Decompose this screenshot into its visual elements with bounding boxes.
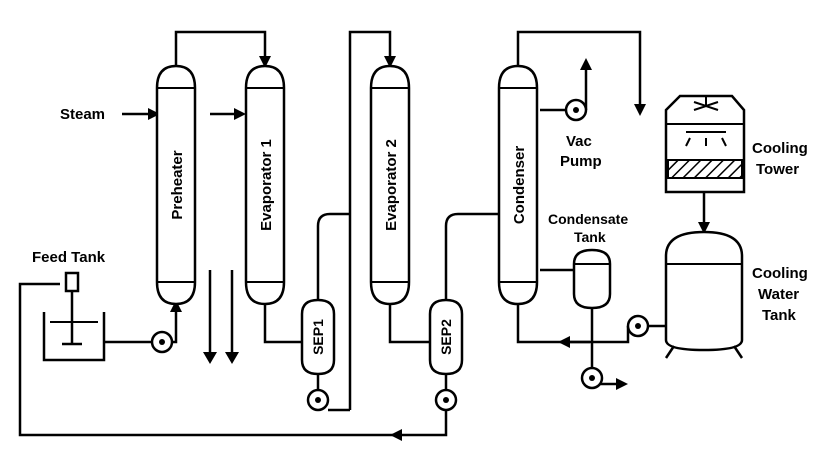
steam-label: Steam bbox=[60, 106, 105, 123]
arrow-evaporator1-drain bbox=[225, 352, 239, 364]
pipe-preheater-to-evaporator1 bbox=[174, 30, 267, 70]
pipe-pump-to-preheater bbox=[172, 306, 178, 344]
condensate-tank-label: Tank bbox=[574, 229, 606, 245]
arrow-return-loop bbox=[390, 429, 402, 441]
pipe-return-loop bbox=[18, 282, 448, 437]
sep2-vessel: SEP2 bbox=[428, 298, 464, 376]
cooling-label: Cooling bbox=[752, 140, 808, 157]
cooling-water-label: Cooling bbox=[752, 265, 808, 282]
spray-icon bbox=[685, 137, 727, 147]
evaporator2-vessel: Evaporator 2 bbox=[369, 64, 411, 306]
evaporator2-label: Evaporator 2 bbox=[383, 139, 400, 231]
sep1-vessel: SEP1 bbox=[300, 298, 336, 376]
preheater-vessel: Preheater bbox=[155, 64, 197, 306]
tank-leg-right bbox=[732, 345, 744, 359]
arrow-into-evaporator1-side bbox=[234, 108, 246, 120]
agitator-motor-icon bbox=[64, 271, 80, 293]
labels: Steam Feed Tank Vac Pump Condensate Tank… bbox=[32, 106, 808, 324]
pipe-evaporator2-to-sep2 bbox=[388, 302, 430, 344]
arrow-vac-exhaust bbox=[580, 58, 592, 70]
pump-label: Pump bbox=[560, 153, 602, 170]
arrow-steam bbox=[148, 108, 160, 120]
pipe-evaporator1-to-sep1 bbox=[263, 302, 302, 344]
cooling-water-pump-icon bbox=[626, 314, 650, 338]
pipe-to-evaporator2-top bbox=[348, 30, 392, 410]
feed-tank bbox=[42, 271, 106, 362]
preheater-label: Preheater bbox=[169, 150, 186, 219]
arrow-into-preheater-bottom bbox=[170, 300, 182, 312]
flow-arrows bbox=[148, 56, 710, 441]
vac-label: Vac bbox=[566, 133, 592, 150]
cooling-water-tank bbox=[664, 230, 744, 359]
arrow-into-water-tank bbox=[698, 222, 710, 234]
sep1-label: SEP1 bbox=[310, 319, 326, 355]
tower-packing bbox=[667, 159, 743, 179]
condenser-label: Condenser bbox=[511, 146, 528, 225]
feed-tank-label: Feed Tank bbox=[32, 249, 106, 266]
arrow-into-evaporator1-top bbox=[259, 56, 271, 68]
condensate-pump-icon bbox=[580, 366, 604, 390]
pipe-sep1-vapor bbox=[316, 212, 350, 300]
arrow-preheater-drain bbox=[203, 352, 217, 364]
cooling-tower bbox=[664, 94, 746, 194]
condensate-label: Condensate bbox=[548, 211, 628, 227]
arrow-to-condenser bbox=[558, 336, 570, 348]
sep2-pump-icon bbox=[434, 388, 458, 412]
arrow-condensate-out bbox=[616, 378, 628, 390]
arrow-into-evaporator2-top bbox=[384, 56, 396, 68]
pumps bbox=[150, 98, 650, 412]
evaporator1-vessel: Evaporator 1 bbox=[244, 64, 286, 306]
pipe-condenser-to-tower bbox=[516, 30, 642, 110]
pipe-pump-to-condenser bbox=[516, 302, 630, 344]
condensate-tank bbox=[572, 248, 612, 310]
feed-pump-icon bbox=[150, 330, 174, 354]
arrow-into-tower bbox=[634, 104, 646, 116]
tower-label: Tower bbox=[756, 161, 799, 178]
tank-leg-left bbox=[664, 345, 676, 359]
sep2-label: SEP2 bbox=[438, 319, 454, 355]
water-label: Water bbox=[758, 286, 799, 303]
pipe-sep2-vapor bbox=[444, 212, 500, 300]
sep1-pump-icon bbox=[306, 388, 330, 412]
water-tank-label: Tank bbox=[762, 307, 797, 324]
condenser-vessel: Condenser bbox=[497, 64, 539, 306]
vac-pump-icon bbox=[564, 98, 588, 122]
evaporator1-label: Evaporator 1 bbox=[258, 139, 275, 231]
